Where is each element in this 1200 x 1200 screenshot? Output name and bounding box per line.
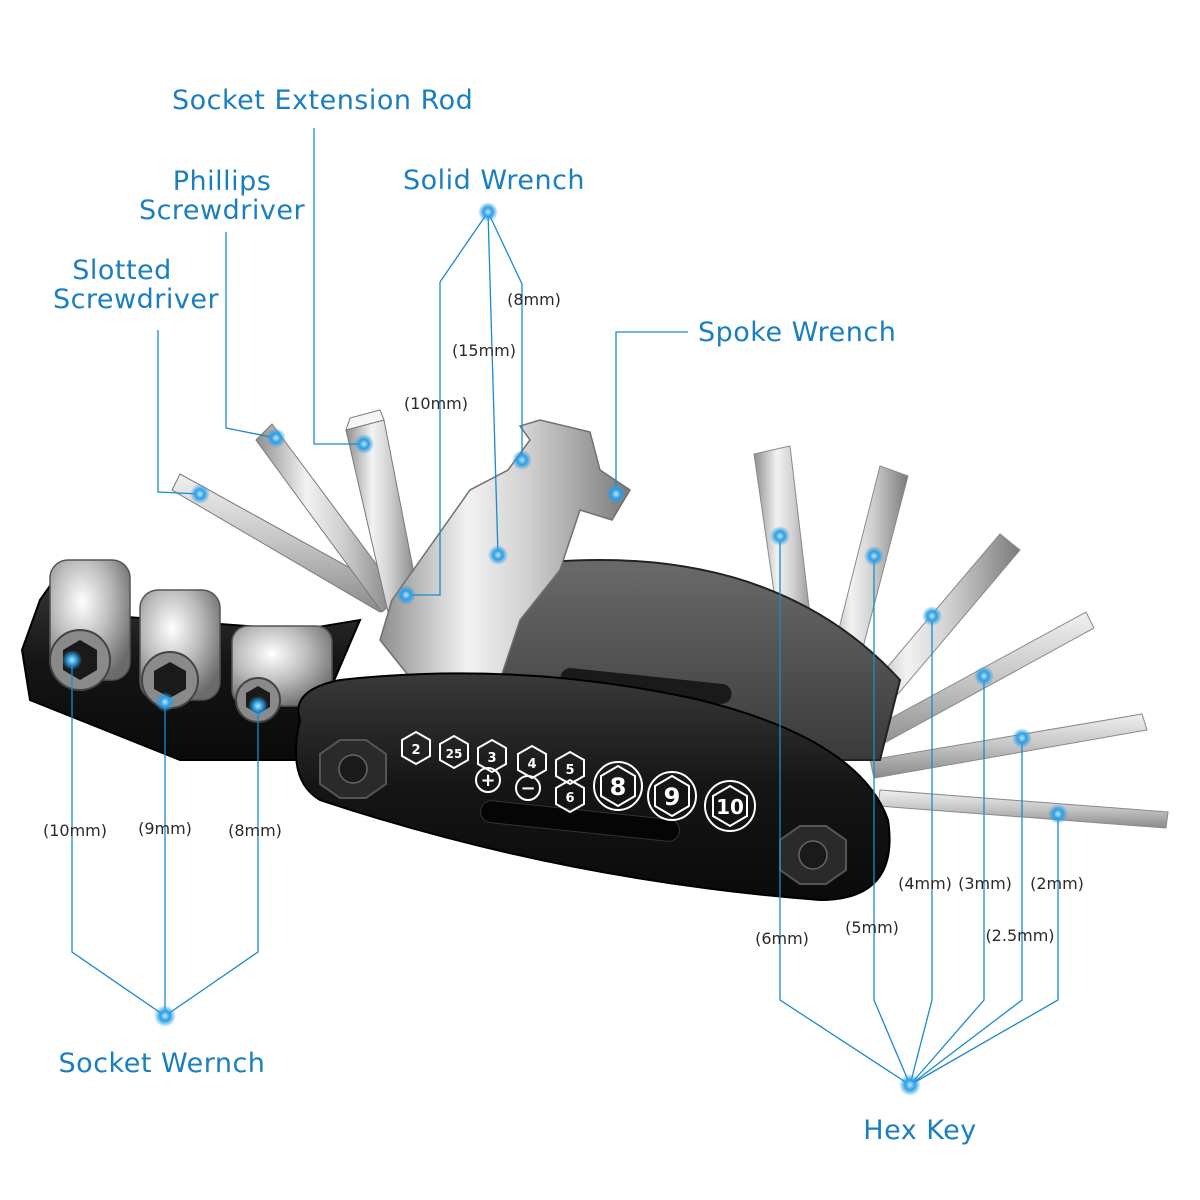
dot-hex-2.5 (1012, 728, 1032, 748)
large-badge-10: 10 (704, 780, 756, 832)
hex-badge-4: 4 (517, 744, 547, 780)
callout-lines (71, 128, 1059, 1086)
large-badge-9: 9 (647, 771, 697, 821)
hex-key-2mm (877, 789, 1169, 829)
slotted-leader (157, 330, 201, 495)
dot-socket-extension-rod (354, 434, 374, 454)
label-socket-extension-rod: Socket Extension Rod (172, 85, 473, 116)
hex-badge-6: 6 (555, 778, 585, 814)
hex-badge-3-label: 3 (487, 751, 496, 766)
label-spoke-wrench: Spoke Wrench (698, 317, 896, 348)
screwdrivers-group (171, 409, 421, 613)
hex-leader-4 (909, 616, 933, 1086)
size-socket-8: (8mm) (228, 821, 282, 840)
hex-badge-3: 3 (477, 738, 507, 774)
dot-hex-5 (864, 546, 884, 566)
dot-spoke-wrench (606, 484, 626, 504)
hex-badge-25-label: 25 (446, 747, 463, 761)
dot-solid-wrench-10 (396, 585, 416, 605)
dot-solid-wrench-8 (512, 450, 532, 470)
hex-badge-5: 5 (555, 750, 585, 786)
label-hex-key: Hex Key (863, 1115, 976, 1146)
main-body (294, 672, 891, 902)
dot-socket-8 (248, 696, 268, 716)
hex-leader-2.5 (909, 738, 1023, 1086)
hex-badge-5-label: 5 (565, 763, 574, 778)
minus-badge-label: − (520, 778, 535, 799)
socket-leader-8 (164, 706, 259, 1017)
hex-leader-6 (779, 536, 911, 1086)
spoke-wrench-leader (615, 331, 688, 494)
dot-hex-6 (770, 526, 790, 546)
hex-key-2.5mm (869, 713, 1148, 779)
dot-socket-hub (154, 1005, 176, 1027)
hex-badge-6-label: 6 (565, 791, 574, 806)
large-badge-8-label: 8 (610, 773, 627, 801)
phillips-leader (225, 232, 277, 439)
dot-hex-hub (899, 1074, 921, 1096)
solid-wrench-leader-8 (487, 211, 523, 460)
hex-leader-5 (873, 556, 911, 1086)
bolt-right (779, 825, 847, 885)
hex-leader-2 (909, 814, 1059, 1086)
label-solid-wrench: Solid Wrench (403, 165, 585, 196)
hex-badge-25: 25 (439, 734, 469, 770)
large-badge-10-label: 10 (716, 795, 744, 819)
size-socket-9: (9mm) (138, 819, 192, 838)
label-phillips-line1: Phillips (173, 166, 272, 197)
plus-badge: + (475, 767, 501, 793)
size-solid-wrench-15: (15mm) (452, 341, 516, 360)
size-hex-2.5: (2.5mm) (985, 926, 1054, 945)
callout-labels: Socket Extension Rod Phillips Screwdrive… (43, 85, 1084, 1146)
tool-illustration: 2 25 3 4 5 + − (20, 409, 1169, 902)
solid-wrench-leader-10 (406, 282, 441, 596)
size-hex-3: (3mm) (958, 874, 1012, 893)
size-socket-10: (10mm) (43, 821, 107, 840)
minus-badge: − (515, 775, 541, 801)
dot-socket-9 (155, 692, 175, 712)
dot-socket-10 (62, 650, 82, 670)
dot-hex-4 (922, 606, 942, 626)
label-socket-wrench: Socket Wernch (59, 1048, 266, 1079)
hex-badge-2: 2 (401, 730, 431, 766)
dot-phillips (266, 428, 286, 448)
label-slotted-line2: Screwdriver (53, 284, 220, 315)
size-hex-2: (2mm) (1030, 874, 1084, 893)
hex-badge-2-label: 2 (411, 743, 420, 758)
label-phillips-line2: Screwdriver (139, 195, 306, 226)
body-markings: 2 25 3 4 5 + − (401, 730, 756, 832)
dot-slotted (190, 484, 210, 504)
plus-badge-label: + (480, 770, 495, 791)
size-hex-6: (6mm) (755, 929, 809, 948)
socket-extension-rod-leader (313, 128, 364, 445)
hex-badge-4-label: 4 (527, 757, 536, 772)
hex-leader-3 (909, 676, 985, 1086)
dot-solid-wrench-hub (478, 202, 498, 222)
large-badge-9-label: 9 (664, 783, 681, 811)
dot-solid-wrench-15 (488, 545, 508, 565)
size-hex-5: (5mm) (845, 918, 899, 937)
callout-dots (62, 202, 1068, 1096)
size-solid-wrench-8: (8mm) (507, 290, 561, 309)
large-badge-8: 8 (593, 761, 643, 811)
solid-wrench-leader-15 (487, 211, 499, 556)
label-slotted-line1: Slotted (72, 255, 172, 286)
size-solid-wrench-10: (10mm) (404, 394, 468, 413)
dot-hex-3 (974, 666, 994, 686)
socket-leader-10 (71, 660, 166, 1017)
dot-hex-2 (1048, 804, 1068, 824)
bolt-left (319, 739, 387, 799)
size-hex-4: (4mm) (898, 874, 952, 893)
